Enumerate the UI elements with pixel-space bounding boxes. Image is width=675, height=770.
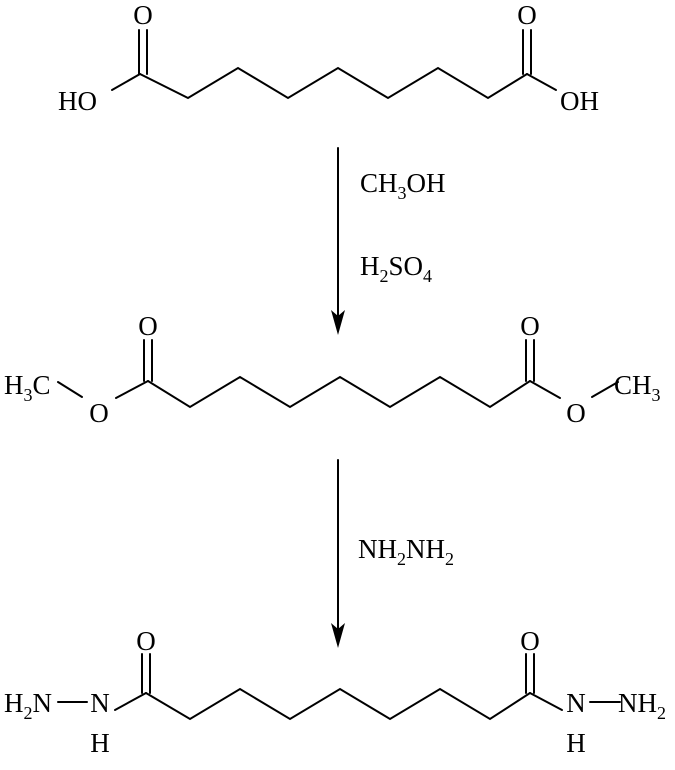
diacid-chain: [111, 29, 557, 100]
dihydrazide-chain: [57, 653, 621, 721]
diester-molecule: O O O O H3C CH3: [4, 311, 661, 428]
diacid-molecule: O O HO OH: [58, 0, 599, 116]
reagent-hydrazine: NH2NH2: [358, 534, 454, 569]
dihydrazide-nh-n-left: N: [90, 688, 110, 718]
dihydrazide-nh-n-right: N: [566, 688, 586, 718]
diacid-hydroxyl-right: OH: [560, 86, 599, 116]
diester-ester-o-right: O: [566, 398, 586, 428]
dihydrazide-carbonyl-o-left: O: [136, 626, 156, 656]
diester-methyl-right: CH3: [614, 370, 661, 405]
diacid-carbonyl-o-right: O: [517, 0, 537, 30]
reagent-methanol: CH3OH: [360, 168, 446, 203]
reaction-arrow-1: [331, 147, 345, 335]
dihydrazide-amino-right: NH2: [618, 688, 666, 723]
diacid-carbonyl-o-left: O: [133, 0, 153, 30]
arrowhead-icon: [331, 310, 345, 335]
diester-methyl-left: H3C: [4, 370, 51, 405]
dihydrazide-carbonyl-o-right: O: [520, 626, 540, 656]
reagent-sulfuric-acid: H2SO4: [360, 251, 432, 286]
diester-carbonyl-o-left: O: [138, 311, 158, 341]
dihydrazide-molecule: O O H2N N H N H NH2: [4, 626, 666, 758]
diester-chain: [57, 339, 619, 409]
dihydrazide-nh-h-right: H: [566, 728, 586, 758]
arrowhead-icon: [331, 623, 345, 648]
dihydrazide-amino-left: H2N: [4, 688, 52, 723]
dihydrazide-nh-h-left: H: [90, 728, 110, 758]
reaction-arrow-2: [331, 459, 345, 648]
diester-ester-o-left: O: [89, 398, 109, 428]
diacid-hydroxyl-left: HO: [58, 86, 97, 116]
diester-carbonyl-o-right: O: [520, 311, 540, 341]
